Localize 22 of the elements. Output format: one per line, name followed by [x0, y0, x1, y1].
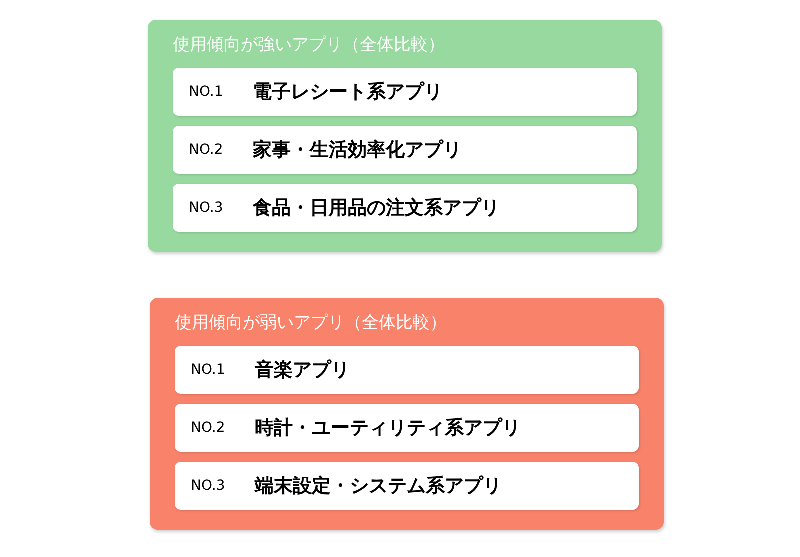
- category-panel: [148, 20, 662, 252]
- ranking-row: [175, 462, 639, 510]
- rank-number: NO.2: [189, 140, 224, 160]
- rank-number: NO.1: [191, 360, 226, 380]
- ranking-row: [173, 68, 637, 116]
- ranking-row: [175, 346, 639, 394]
- app-category: 家事・生活効率化アプリ: [253, 138, 462, 163]
- rank-number: NO.1: [189, 82, 224, 102]
- rank-number: NO.3: [191, 476, 226, 496]
- ranking-row: [175, 404, 639, 452]
- app-category: 電子レシート系アプリ: [253, 80, 443, 105]
- panel-heading: 使用傾向が強いアプリ（全体比較）: [173, 34, 445, 57]
- rank-number: NO.3: [189, 198, 224, 218]
- app-category: 時計・ユーティリティ系アプリ: [255, 416, 521, 441]
- category-panel: [150, 298, 664, 530]
- app-category: 音楽アプリ: [255, 358, 350, 383]
- ranking-row: [173, 126, 637, 174]
- panel-heading: 使用傾向が弱いアプリ（全体比較）: [175, 312, 447, 335]
- app-category: 食品・日用品の注文系アプリ: [253, 196, 500, 221]
- rank-number: NO.2: [191, 418, 226, 438]
- app-category: 端末設定・システム系アプリ: [255, 474, 502, 499]
- ranking-row: [173, 184, 637, 232]
